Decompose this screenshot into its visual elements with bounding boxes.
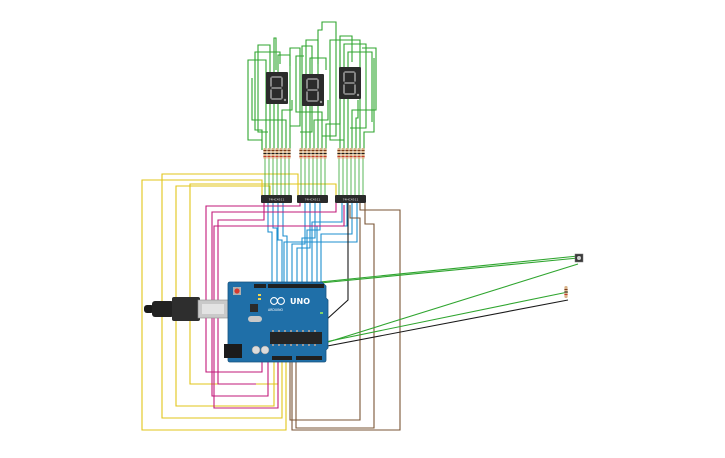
button-wires [295, 255, 579, 353]
resistor[interactable] [319, 148, 323, 196]
arduino-uno-board[interactable]: UNO ARDUINO [224, 281, 329, 363]
resistor-bank [263, 148, 365, 196]
chip-label: 74HC4511 [269, 198, 285, 202]
pushbutton[interactable] [574, 253, 584, 263]
resistor[interactable] [323, 148, 327, 196]
resistor[interactable] [353, 148, 357, 196]
chip-label: 74HC4511 [305, 198, 321, 202]
resistor[interactable] [361, 148, 365, 196]
seven-segment-display[interactable] [302, 74, 324, 106]
decoder-chip[interactable]: 74HC4511 [335, 195, 366, 203]
resistor[interactable] [307, 148, 311, 196]
decoder-chip[interactable]: 74HC4511 [261, 195, 292, 203]
resistor[interactable] [303, 148, 307, 196]
resistor[interactable] [337, 148, 341, 196]
pull-resistor[interactable] [564, 286, 568, 298]
chip-label: 74HC4511 [343, 198, 359, 202]
seven-segment-display[interactable] [339, 67, 361, 99]
resistor[interactable] [341, 148, 345, 196]
resistor[interactable] [299, 148, 303, 196]
resistor[interactable] [263, 148, 267, 196]
usb-cable[interactable] [144, 297, 229, 321]
decoder-chip[interactable]: 74HC4511 [297, 195, 328, 203]
seven-segment-display[interactable] [266, 72, 288, 104]
black-wires [295, 203, 569, 353]
resistor[interactable] [345, 148, 349, 196]
resistor[interactable] [349, 148, 353, 196]
resistor[interactable] [271, 148, 275, 196]
resistor[interactable] [279, 148, 283, 196]
resistor[interactable] [267, 148, 271, 196]
resistor[interactable] [311, 148, 315, 196]
resistor[interactable] [275, 148, 279, 196]
resistor[interactable] [357, 148, 361, 196]
resistor[interactable] [283, 148, 287, 196]
arduino-logo: UNO ARDUINO [268, 297, 310, 312]
board-brand-text: ARDUINO [268, 308, 284, 312]
board-logo-text: UNO [290, 297, 310, 306]
resistor[interactable] [287, 148, 291, 196]
resistor[interactable] [315, 148, 319, 196]
blue-data-wires [267, 203, 358, 285]
